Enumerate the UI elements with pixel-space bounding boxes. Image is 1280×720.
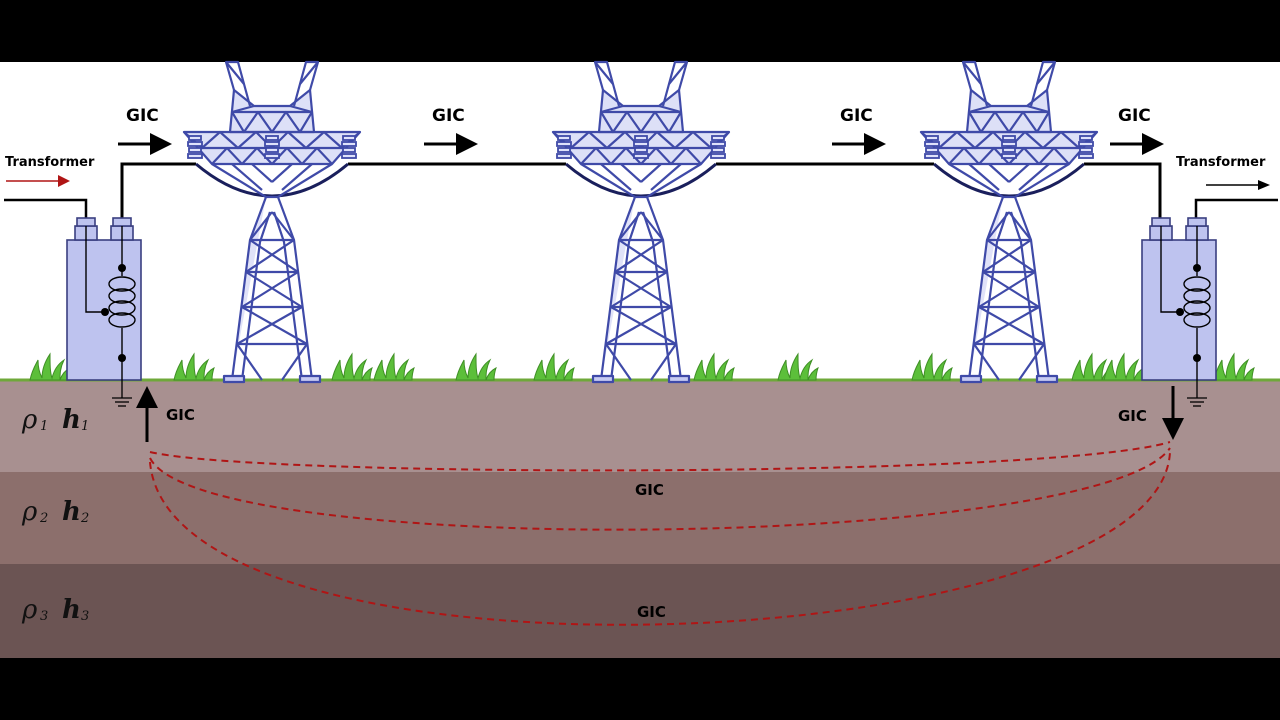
layer-2-rho: ρ	[21, 497, 38, 527]
gic-label-4: GIC	[1118, 106, 1151, 126]
gic-down-arrow-icon	[1162, 386, 1184, 440]
earth-current-paths	[149, 441, 1171, 626]
layer-2-h: h	[62, 497, 81, 527]
gic-label-1: GIC	[126, 106, 159, 126]
layer-3-rho-sub: 3	[40, 609, 48, 624]
conductor-right-drop	[1084, 162, 1162, 222]
layer-1-h: h	[62, 405, 81, 435]
output-arrow-icon	[1206, 180, 1270, 190]
gic-label-ground-right: GIC	[1118, 407, 1147, 425]
earth-layer-3	[0, 564, 1280, 658]
layer-2-rho-sub: 2	[39, 511, 48, 526]
gic-arrow-icon-2	[424, 133, 478, 155]
transformer-right	[1141, 198, 1278, 407]
gic-arrow-icon-1	[118, 133, 172, 155]
layer-2-h-sub: 2	[80, 511, 89, 526]
layer-3-rho: ρ	[21, 595, 38, 625]
gic-label-2: GIC	[432, 106, 465, 126]
gic-label-ground-left: GIC	[166, 406, 195, 424]
gic-up-arrow-icon	[136, 386, 158, 442]
gic-label-3: GIC	[840, 106, 873, 126]
current-path-shallow	[149, 441, 1171, 472]
transformer-label-left: Transformer	[5, 155, 95, 170]
layer-label-1: ρ 1 h 1	[21, 405, 89, 435]
gic-arrow-icon-4	[1110, 133, 1164, 155]
input-arrow-icon	[6, 175, 70, 187]
layer-1-h-sub: 1	[81, 419, 89, 434]
transformer-label-right: Transformer	[1176, 155, 1266, 170]
layer-1-rho: ρ	[21, 405, 38, 435]
layer-1-rho-sub: 1	[40, 419, 48, 434]
layer-label-2: ρ 2 h 2	[21, 497, 89, 527]
layer-3-h-sub: 3	[81, 609, 89, 624]
layer-3-h: h	[62, 595, 81, 625]
conductor-left-drop	[120, 162, 196, 220]
gic-label-layer-2: GIC	[635, 481, 664, 499]
layer-label-3: ρ 3 h 3	[21, 595, 89, 625]
gic-arrow-icon-3	[832, 133, 886, 155]
transformer-left	[4, 198, 142, 407]
gic-label-layer-3: GIC	[637, 603, 666, 621]
